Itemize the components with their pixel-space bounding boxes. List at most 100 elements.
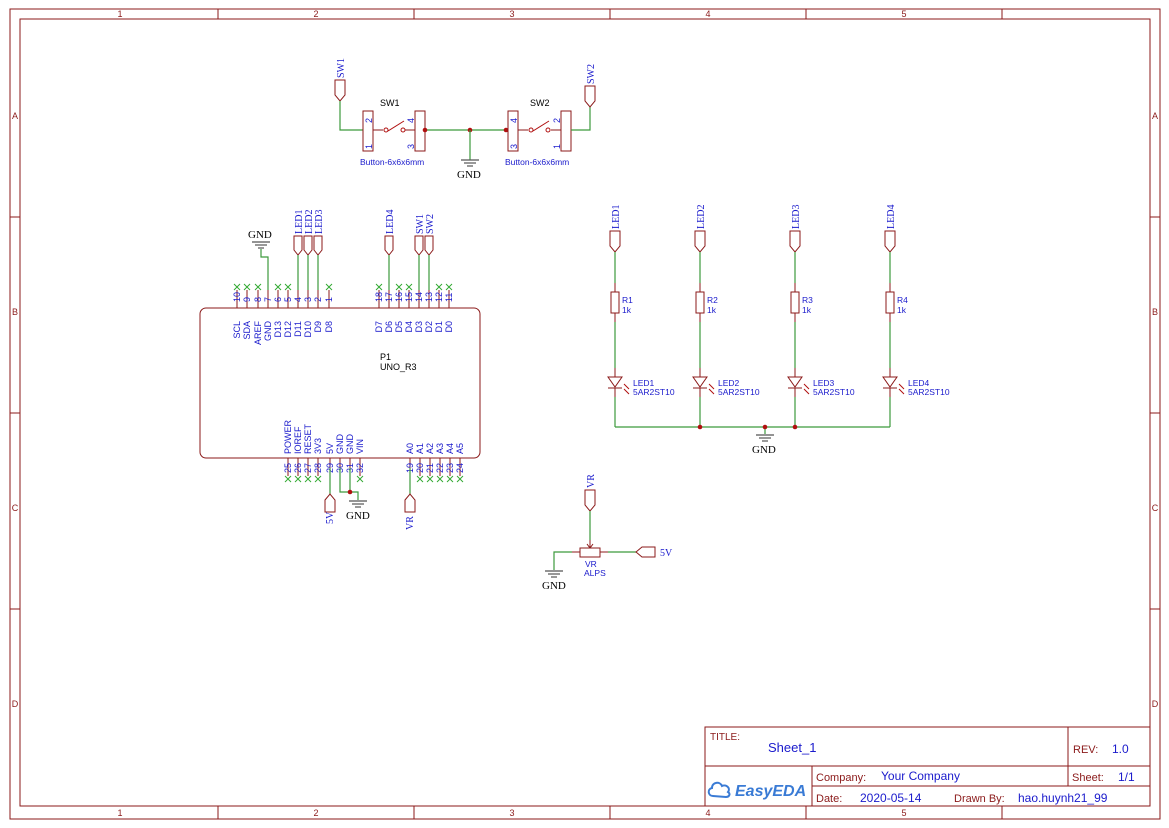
net-flag-arduino-led2[interactable]: LED2 (303, 210, 315, 256)
net-flag-led2[interactable]: LED2 (694, 205, 707, 253)
gnd-label-arduino-top: GND (248, 229, 272, 241)
pin-name-top-14: D3 (414, 321, 424, 333)
led-value-3: 5AR2ST10 (813, 387, 855, 397)
arduino-value: UNO_R3 (380, 362, 417, 372)
easyeda-logo-text: EasyEDA (735, 783, 806, 800)
switch-sw2[interactable]: 4 3 2 1 SW2 Button-6x6x6mm (505, 98, 572, 167)
cloud-icon (707, 781, 731, 799)
net-flag-sw1[interactable]: SW1 (334, 58, 347, 102)
title-label: TITLE: (710, 732, 740, 743)
pin-name-top-6: D11 (293, 321, 303, 337)
led-value-4: 5AR2ST10 (908, 387, 950, 397)
net-flag-arduino-5v[interactable]: 5V (324, 493, 336, 524)
sw1-pin-2: 2 (364, 118, 374, 123)
resistor-value-2: 1k (707, 305, 717, 315)
net-label-arduino-sw2: SW2 (425, 214, 436, 234)
pin-num-top-1: 9 (242, 297, 252, 302)
pin-name-top-7: D10 (303, 321, 313, 338)
net-flag-arduino-vr[interactable]: VR (404, 493, 416, 530)
switch-section: SW1 2 1 4 3 SW1 Button-6x6x6mm (334, 58, 597, 181)
net-label-led4: LED4 (886, 205, 897, 229)
net-flag-led4[interactable]: LED4 (884, 205, 897, 253)
pin-num-top-4: 6 (273, 297, 283, 302)
pin-name-top-13: D4 (404, 321, 414, 333)
net-label-arduino-led3: LED3 (314, 210, 325, 234)
title-value: Sheet_1 (768, 740, 816, 755)
pin-num-top-8: 2 (313, 297, 323, 302)
resistor-ref-2: R2 (707, 295, 718, 305)
pin-num-top-13: 15 (404, 292, 414, 302)
led-value-1: 5AR2ST10 (633, 387, 675, 397)
pin-name-top-15: D2 (424, 321, 434, 333)
pin-num-top-11: 17 (384, 292, 394, 302)
pin-num-top-14: 14 (414, 292, 424, 302)
net-flag-led3[interactable]: LED3 (789, 205, 802, 253)
pin-name-bottom-10: A2 (425, 443, 435, 454)
col-label-bottom-2: 2 (313, 808, 318, 818)
potentiometer-vr[interactable]: VR VR ALPS (572, 474, 608, 578)
gnd-label-leds: GND (752, 444, 776, 456)
net-label-arduino-sw1: SW1 (415, 214, 426, 234)
sw2-pin-1: 1 (552, 144, 562, 149)
col-label-bottom-5: 5 (901, 808, 906, 818)
arduino-uno-r3[interactable]: P1 UNO_R3 SCL10SDA9AREF8GND7D136D125D114… (199, 283, 481, 483)
col-label-bottom-1: 1 (117, 808, 122, 818)
pin-name-top-16: D1 (434, 321, 444, 333)
net-flag-pot-vr[interactable]: VR (584, 474, 597, 512)
net-label-pot-5v: 5V (660, 548, 673, 559)
pin-name-top-4: D13 (273, 321, 283, 338)
sheet-value: 1/1 (1118, 770, 1135, 784)
sw1-ref: SW1 (380, 98, 400, 108)
arduino-ref: P1 (380, 352, 391, 362)
net-flag-arduino-sw2[interactable]: SW2 (424, 214, 436, 256)
pin-num-top-17: 11 (444, 293, 454, 302)
net-flag-arduino-sw1[interactable]: SW1 (414, 214, 426, 256)
net-label-arduino-led2: LED2 (304, 210, 315, 234)
sw2-pin-3: 3 (509, 144, 519, 149)
net-label-led2: LED2 (696, 205, 707, 229)
net-flag-arduino-led1[interactable]: LED1 (293, 210, 305, 256)
sw1-value: Button-6x6x6mm (360, 157, 424, 167)
net-label-arduino-vr: VR (405, 516, 416, 530)
gnd-symbol-pot: GND (542, 570, 566, 592)
pin-name-bottom-0: POWER (283, 419, 293, 454)
gnd-symbol-arduino-bottom: GND (346, 500, 370, 522)
easyeda-logo: EasyEDA (707, 781, 806, 800)
gnd-label-switches: GND (457, 169, 481, 181)
pin-num-bottom-12: 23 (445, 463, 455, 473)
net-label-sw2: SW2 (586, 64, 597, 84)
pin-num-top-0: 10 (232, 292, 242, 302)
col-label-bottom-4: 4 (705, 808, 710, 818)
net-flag-led1[interactable]: LED1 (609, 205, 622, 253)
pin-num-bottom-11: 22 (435, 463, 445, 473)
drawn-value: hao.huynh21_99 (1018, 791, 1108, 805)
pin-num-top-7: 3 (303, 297, 313, 302)
pin-name-bottom-9: A1 (415, 443, 425, 454)
net-flag-sw2[interactable]: SW2 (584, 64, 597, 108)
pin-num-bottom-7: 32 (355, 463, 365, 473)
pin-name-top-9: D8 (324, 321, 334, 333)
net-flag-arduino-led4[interactable]: LED4 (384, 210, 396, 256)
row-label-left-d: D (12, 699, 19, 709)
net-flag-arduino-led3[interactable]: LED3 (313, 210, 325, 256)
sheet-frame (9, 8, 1161, 820)
pin-name-top-5: D12 (283, 321, 293, 338)
pin-num-top-2: 8 (253, 297, 263, 302)
pin-name-bottom-12: A4 (445, 443, 455, 454)
net-flag-pot-5v[interactable]: 5V (635, 546, 673, 559)
net-label-pot-vr: VR (586, 474, 597, 488)
switch-sw1[interactable]: 2 1 4 3 SW1 Button-6x6x6mm (360, 98, 426, 167)
pin-name-top-11: D6 (384, 321, 394, 333)
resistor-value-3: 1k (802, 305, 812, 315)
